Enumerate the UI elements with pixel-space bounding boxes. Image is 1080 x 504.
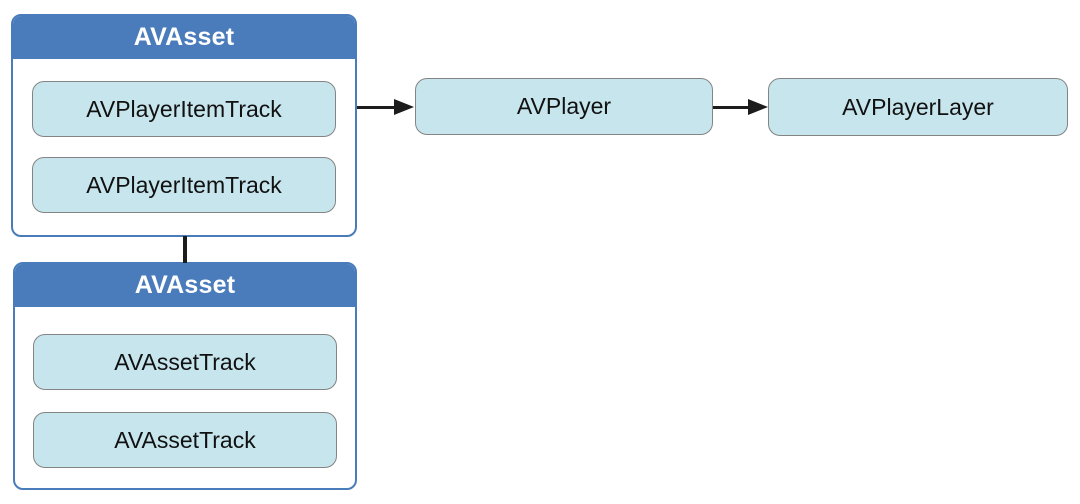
node-avplayeritemtrack-2-label: AVPlayerItemTrack	[86, 171, 282, 198]
arrow-player-to-playerlayer-head-icon	[748, 99, 768, 115]
container-avasset-bottom-title: AVAsset	[134, 271, 236, 299]
arrow-asset-to-player-head-icon	[394, 99, 414, 115]
arrow-player-to-playerlayer-line	[713, 106, 751, 109]
node-avplayeritemtrack-1: AVPlayerItemTrack	[32, 81, 336, 137]
node-avplayerlayer: AVPlayerLayer	[768, 78, 1068, 136]
node-avplayeritemtrack-2: AVPlayerItemTrack	[32, 157, 336, 213]
node-avplayerlayer-label: AVPlayerLayer	[842, 93, 994, 120]
node-avassettrack-2-label: AVAssetTrack	[114, 426, 256, 453]
node-avassettrack-1-label: AVAssetTrack	[114, 348, 256, 375]
node-avplayer: AVPlayer	[415, 78, 713, 135]
container-avasset-bottom: AVAsset AVAssetTrack AVAssetTrack	[13, 262, 357, 490]
container-avasset-top-title: AVAsset	[133, 23, 235, 51]
node-avassettrack-1: AVAssetTrack	[33, 334, 337, 390]
container-avasset-bottom-header: AVAsset	[15, 264, 355, 307]
node-avassettrack-2: AVAssetTrack	[33, 412, 337, 468]
arrow-asset-to-player-line	[357, 106, 397, 109]
node-avplayeritemtrack-1-label: AVPlayerItemTrack	[86, 95, 282, 122]
container-avasset-top: AVAsset AVPlayerItemTrack AVPlayerItemTr…	[11, 14, 357, 237]
node-avplayer-label: AVPlayer	[516, 93, 612, 119]
container-avasset-top-header: AVAsset	[13, 16, 355, 59]
connector-asset-containers	[183, 236, 187, 263]
